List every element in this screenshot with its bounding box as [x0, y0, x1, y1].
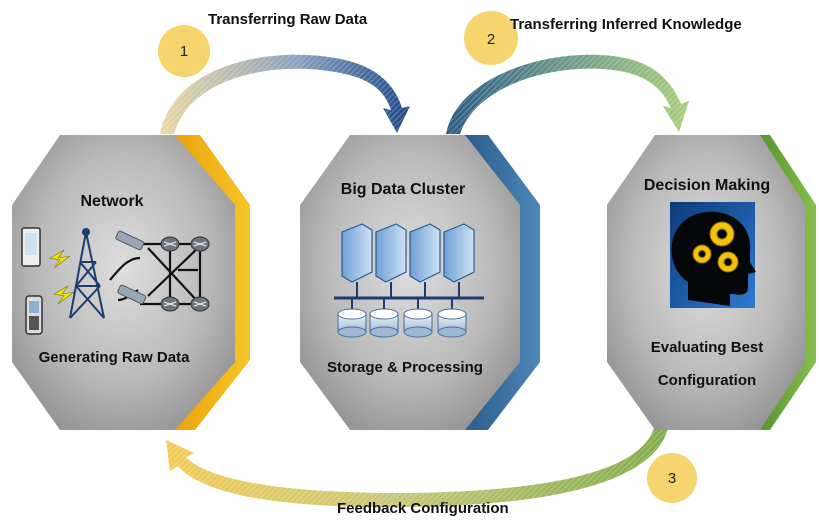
- server-icon: [375, 223, 407, 298]
- switch-icon: [115, 230, 147, 305]
- transferring-raw-data-label: Transferring Raw Data: [208, 11, 368, 28]
- arrow-transfer-inferred-knowledge: [446, 54, 689, 134]
- decision-caption-line1: Evaluating Best: [651, 339, 764, 356]
- server-icon: [341, 223, 373, 298]
- transferring-inferred-knowledge-label: Transferring Inferred Knowledge: [510, 16, 742, 33]
- storage-disk-icon: [403, 298, 433, 338]
- step-3-badge: 3: [647, 453, 697, 503]
- storage-disk-icon: [437, 298, 467, 338]
- arrow-feedback-configuration: [166, 428, 668, 508]
- svg-text:2: 2: [487, 31, 495, 48]
- phone-icon: [21, 227, 41, 267]
- storage-disk-icon: [337, 298, 367, 338]
- head-gears-icon: [670, 202, 756, 308]
- gear-icon: [692, 221, 739, 273]
- decision-title: Decision Making: [644, 177, 770, 194]
- server-icon: [443, 223, 475, 298]
- svg-text:3: 3: [668, 470, 676, 487]
- feedback-configuration-label: Feedback Configuration: [337, 500, 509, 517]
- server-icon: [409, 223, 441, 298]
- cluster-caption: Storage & Processing: [327, 359, 483, 376]
- phone-icon: [25, 295, 43, 335]
- big-data-cluster-node: Big Data Cluster Storage & Processing: [300, 135, 540, 430]
- decision-caption-line2: Configuration: [658, 372, 756, 389]
- network-caption: Generating Raw Data: [39, 349, 191, 366]
- arrow-transfer-raw-data: [160, 54, 410, 134]
- cluster-title: Big Data Cluster: [341, 181, 465, 198]
- decision-making-node: Decision Making Evaluating Best Configur…: [607, 135, 816, 430]
- network-title: Network: [80, 193, 143, 210]
- antenna-tower-icon: [69, 228, 105, 319]
- storage-disk-icon: [369, 298, 399, 338]
- svg-text:1: 1: [180, 43, 188, 60]
- step-1-badge: 1: [158, 25, 210, 77]
- network-node: Network Generating Raw Data: [12, 135, 250, 430]
- step-2-badge: 2: [464, 11, 518, 65]
- router-icon: [160, 236, 210, 312]
